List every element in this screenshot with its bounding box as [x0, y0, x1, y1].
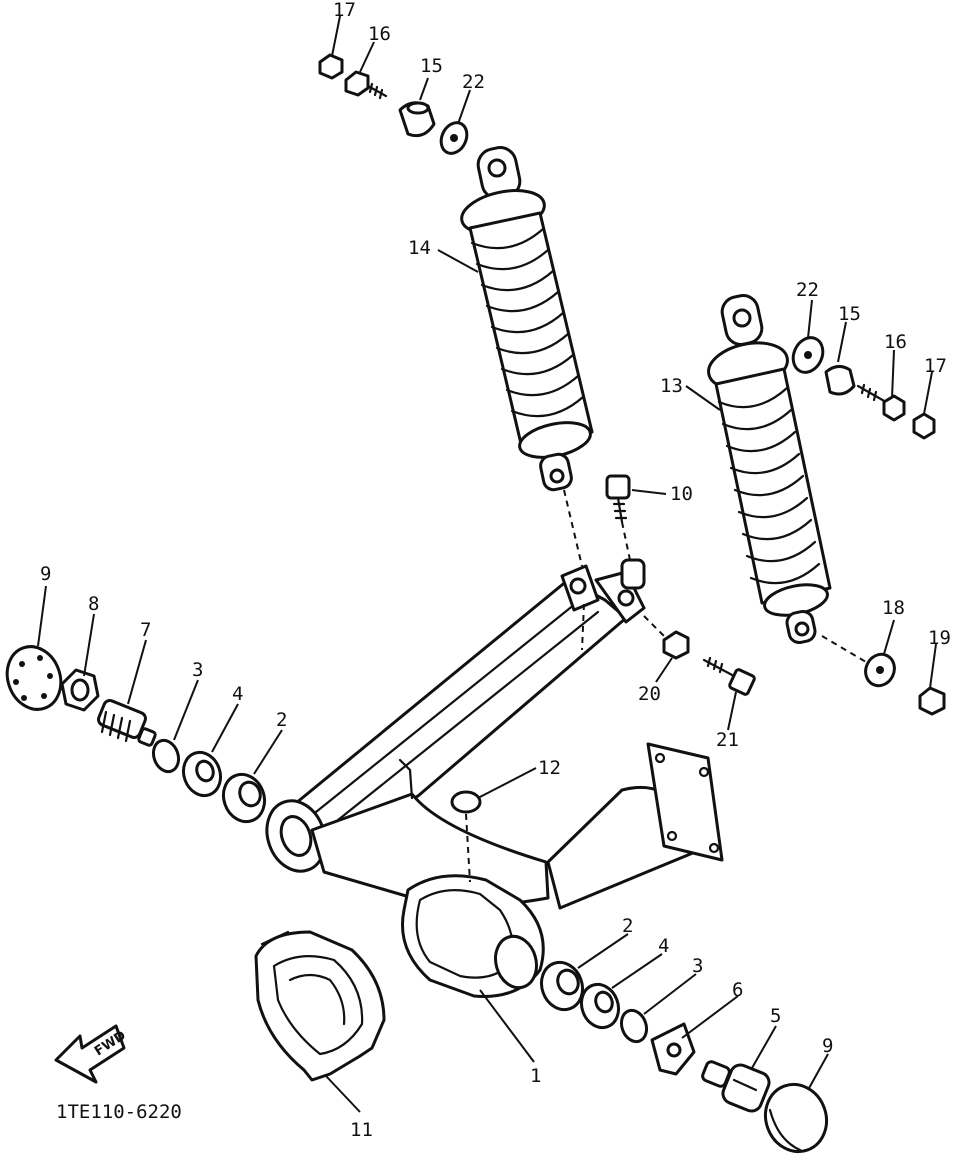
nut-20 [662, 630, 690, 660]
callout-20: 20 [638, 683, 661, 705]
callout-14: 14 [408, 237, 431, 259]
callout-21: 21 [716, 729, 739, 751]
callout-13: 13 [660, 375, 683, 397]
callout-17-top: 17 [333, 0, 356, 21]
locknut-8 [60, 668, 100, 712]
diagram-code: 1TE110-6220 [56, 1101, 182, 1123]
cap-12 [450, 790, 482, 814]
callout-9-right: 9 [822, 1035, 833, 1057]
callout-7: 7 [140, 619, 151, 641]
callout-3-right: 3 [692, 955, 703, 977]
cover-9-left [5, 645, 63, 711]
callout-2-right: 2 [622, 915, 633, 937]
callout-10: 10 [670, 483, 693, 505]
callout-22-right: 22 [796, 279, 819, 301]
bolt-21 [702, 656, 756, 696]
assembly-lines [465, 489, 867, 883]
callout-4-left: 4 [232, 683, 243, 705]
nut-17-right [912, 412, 936, 440]
shock-14-top-hardware [318, 53, 469, 155]
callout-6: 6 [732, 979, 743, 1001]
collar-3-right [619, 1008, 649, 1044]
boot-11 [254, 930, 386, 1082]
callout-15-top: 15 [420, 55, 443, 77]
collar-3-left [151, 738, 181, 774]
callout-22-top: 22 [462, 71, 485, 93]
callout-17-right: 17 [924, 355, 947, 377]
swing-arm-lower-shock-hardware [662, 630, 756, 696]
callout-5: 5 [770, 1005, 781, 1027]
leader-lines [37, 15, 937, 1113]
bearing-2-right [539, 960, 585, 1012]
callout-15-right: 15 [838, 303, 861, 325]
nut-19 [918, 686, 946, 716]
seal-4-right [579, 982, 621, 1030]
pivot-bolt-5 [701, 1060, 771, 1113]
callout-3-left: 3 [192, 659, 203, 681]
callout-1: 1 [530, 1065, 541, 1087]
shock-absorber-13 [707, 294, 832, 645]
lock-washer-6 [650, 1022, 696, 1076]
bolt-16-top [344, 70, 388, 100]
shock-13-spring-coils [717, 386, 821, 585]
bolt-16-right [856, 383, 906, 422]
callout-9-left: 9 [40, 563, 51, 585]
front-direction-arrow: FWD [54, 1024, 129, 1084]
pivot-shaft-7 [97, 699, 157, 747]
shock-13-top-hardware [791, 336, 936, 440]
shock-absorber-14 [460, 146, 594, 492]
callout-12: 12 [538, 757, 561, 779]
callout-4-right: 4 [658, 935, 669, 957]
swing-arm-1 [265, 558, 724, 998]
nut-17-top [318, 53, 344, 80]
right-pivot-hardware [539, 960, 828, 1154]
callout-19: 19 [928, 627, 951, 649]
callout-2-left: 2 [276, 709, 287, 731]
bushing-15-right [824, 365, 856, 396]
callout-16-right: 16 [884, 331, 907, 353]
callout-numbers: 17 16 15 22 14 22 15 16 17 13 10 9 8 7 3… [40, 0, 951, 1141]
callout-18: 18 [882, 597, 905, 619]
callout-11: 11 [350, 1119, 373, 1141]
cover-9-right [764, 1082, 828, 1154]
bolt-10 [605, 474, 631, 524]
seal-4-left [181, 750, 223, 798]
bearing-2-left [221, 772, 267, 824]
callout-8: 8 [88, 593, 99, 615]
shock-14-spring-coils [470, 227, 585, 418]
callout-16-top: 16 [368, 23, 391, 45]
left-pivot-hardware [5, 645, 267, 824]
